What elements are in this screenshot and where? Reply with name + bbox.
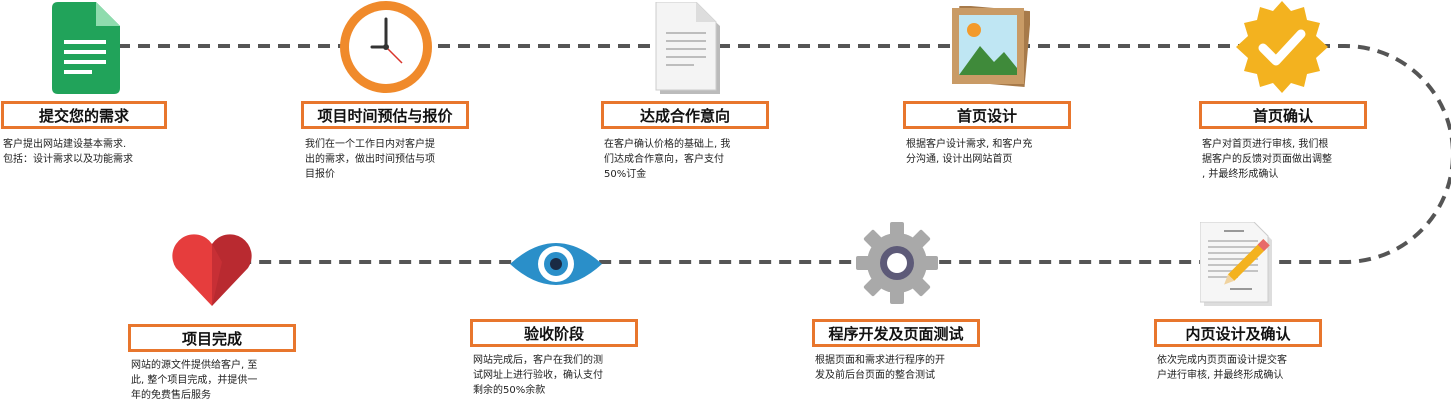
step-title-agreement: 达成合作意向 — [601, 101, 769, 129]
paper-icon — [655, 2, 720, 94]
step-title-estimate-quote: 项目时间预估与报价 — [301, 101, 469, 129]
step-desc-estimate-quote: 我们在一个工作日内对客户提 出的需求，做出时间预估与项 目报价 — [305, 139, 435, 180]
step-title-home-design: 首页设计 — [903, 101, 1071, 129]
step-desc-submit-requirements: 客户提出网站建设基本需求. 包括：设计需求以及功能需求 — [3, 139, 133, 165]
step-title-home-confirm: 首页确认 — [1199, 101, 1367, 129]
step-title-development-testing: 程序开发及页面测试 — [812, 319, 980, 347]
step-desc-development-testing: 根据页面和需求进行程序的开 发及前后台页面的整合测试 — [815, 355, 945, 381]
gear-icon — [856, 222, 938, 304]
document-icon — [52, 2, 120, 94]
eye-icon — [510, 243, 602, 285]
step-title-inner-design: 内页设计及确认 — [1154, 319, 1322, 347]
step-title-submit-requirements: 提交您的需求 — [1, 101, 167, 129]
clock-icon — [340, 1, 432, 93]
heart-icon — [172, 234, 252, 306]
step-title-acceptance: 验收阶段 — [470, 319, 638, 347]
step-desc-project-complete: 网站的源文件提供给客户, 至 此, 整个项目完成，并提供一 年的免费售后服务 — [131, 360, 258, 401]
picture-icon — [952, 6, 1030, 87]
step-desc-home-design: 根据客户设计需求, 和客户充 分沟通, 设计出网站首页 — [906, 139, 1033, 165]
step-desc-inner-design: 依次完成内页页面设计提交客 户进行审核, 并最终形成确认 — [1157, 355, 1287, 381]
step-desc-home-confirm: 客户对首页进行审核, 我们根 据客户的反馈对页面做出调整 , 并最终形成确认 — [1202, 139, 1332, 180]
document-pencil-icon — [1200, 222, 1272, 306]
check-badge-icon — [1236, 1, 1328, 93]
step-title-project-complete: 项目完成 — [128, 324, 296, 352]
step-desc-agreement: 在客户确认价格的基础上, 我 们达成合作意向，客户支付 50%订金 — [604, 139, 731, 180]
step-desc-acceptance: 网站完成后，客户在我们的测 试网址上进行验收，确认支付 剩余的50%余款 — [473, 355, 603, 396]
